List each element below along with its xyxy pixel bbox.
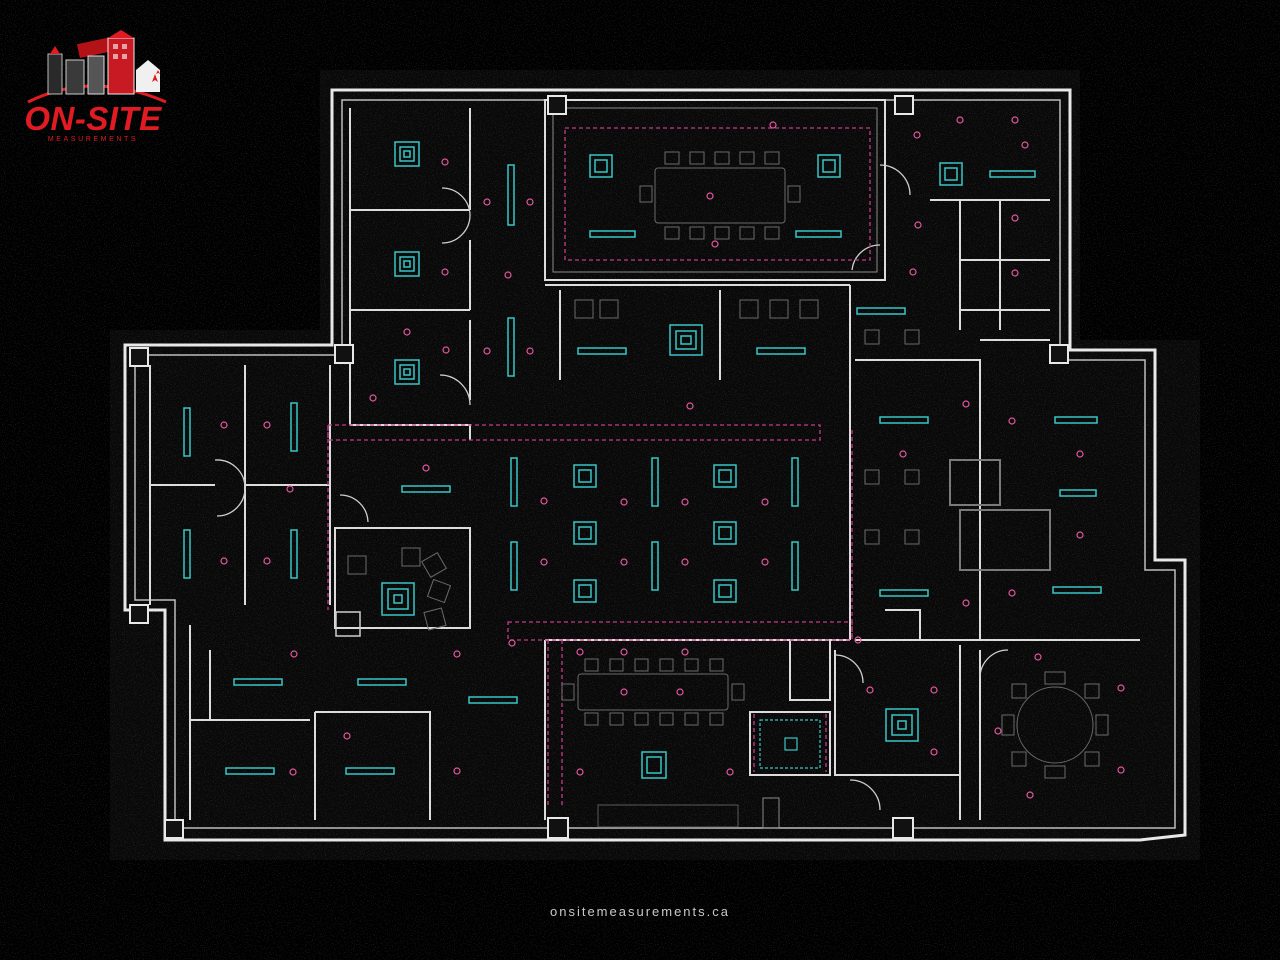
square-light-14 xyxy=(381,582,415,616)
round-table-chairs xyxy=(1001,671,1109,779)
building-skyline-maple-leaf-icon xyxy=(27,30,167,104)
square-light-12 xyxy=(573,579,597,603)
conference-table-top xyxy=(654,167,786,224)
footer-url[interactable]: onsitemeasurements.ca xyxy=(549,904,730,919)
square-light-16 xyxy=(885,708,919,742)
interior-walls xyxy=(149,99,1140,820)
brand-name: ON-SITE xyxy=(24,100,162,137)
square-light-1 xyxy=(394,141,420,167)
square-light-fixtures xyxy=(381,141,963,779)
square-light-6 xyxy=(669,324,703,356)
conference-chairs-top xyxy=(639,151,801,240)
square-light-5 xyxy=(817,154,841,178)
square-light-7 xyxy=(939,162,963,186)
door-swings xyxy=(214,164,1009,811)
lounge-chairs xyxy=(347,547,452,631)
square-light-2 xyxy=(394,251,420,277)
structural-columns xyxy=(129,95,1069,839)
workstation-desks xyxy=(574,299,920,545)
brand-tagline: MEASUREMENTS xyxy=(47,136,139,143)
ceiling-break-lines xyxy=(327,127,871,805)
brand-logo: ON-SITE MEASUREMENTS xyxy=(18,30,178,145)
square-light-10 xyxy=(573,521,597,545)
square-light-4 xyxy=(589,154,613,178)
square-light-13 xyxy=(713,579,737,603)
square-light-9 xyxy=(713,464,737,488)
linear-light-fixtures xyxy=(183,164,1102,775)
round-table xyxy=(1016,686,1094,764)
square-light-11 xyxy=(713,521,737,545)
conference-table-bottom xyxy=(577,673,729,711)
conference-chairs-bottom xyxy=(561,658,745,726)
square-light-15 xyxy=(641,751,667,779)
square-light-3 xyxy=(394,359,420,385)
square-light-8 xyxy=(573,464,597,488)
furniture xyxy=(335,151,1109,829)
ceiling-markers xyxy=(220,116,1125,799)
